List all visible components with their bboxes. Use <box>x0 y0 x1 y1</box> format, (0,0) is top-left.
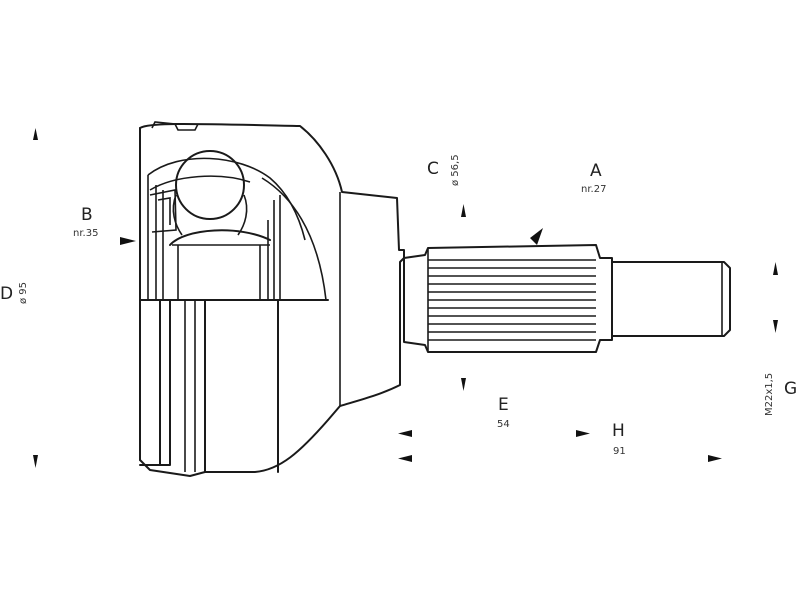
arrow-a <box>530 228 543 245</box>
arrow-d-bottom <box>33 455 38 468</box>
label-c-value: ø 56,5 <box>450 154 461 186</box>
joint-housing <box>139 121 405 477</box>
label-g: G M22x1,5 <box>764 373 797 416</box>
label-a-letter: A <box>590 161 602 181</box>
label-b-letter: B <box>81 205 93 225</box>
arrow-c <box>461 204 466 217</box>
label-h: H 91 <box>612 421 626 457</box>
label-c-letter: C <box>427 159 439 179</box>
arrow-h-right <box>708 455 722 462</box>
spline-lines <box>428 259 596 341</box>
label-b-value: nr.35 <box>73 228 98 239</box>
threaded-end <box>611 261 731 337</box>
label-h-letter: H <box>612 421 625 441</box>
arrow-e-top <box>461 378 466 391</box>
splined-shaft <box>403 244 613 353</box>
joint-rim <box>139 127 329 473</box>
arrow-d-top <box>33 128 38 140</box>
label-e-value: 54 <box>497 419 510 430</box>
label-e: E 54 <box>497 395 510 430</box>
label-a-value: nr.27 <box>581 184 606 195</box>
arrow-b <box>120 237 136 245</box>
label-d-letter: D <box>0 284 13 304</box>
label-d-value: ø 95 <box>18 282 29 304</box>
arrow-e-left <box>398 430 412 437</box>
label-g-value: M22x1,5 <box>764 373 775 416</box>
label-g-letter: G <box>784 379 797 399</box>
dimension-arrows <box>33 128 778 468</box>
arrow-g-bottom <box>773 320 778 333</box>
label-c: C ø 56,5 <box>427 154 461 186</box>
arrow-e-right <box>576 430 590 437</box>
arrow-g-top <box>773 262 778 275</box>
label-e-letter: E <box>498 395 509 415</box>
label-h-value: 91 <box>613 446 626 457</box>
label-d: D ø 95 <box>0 282 29 304</box>
label-b: B nr.35 <box>73 205 98 239</box>
ball <box>172 150 248 236</box>
label-a: A nr.27 <box>581 161 606 195</box>
arrow-h-left <box>398 455 412 462</box>
